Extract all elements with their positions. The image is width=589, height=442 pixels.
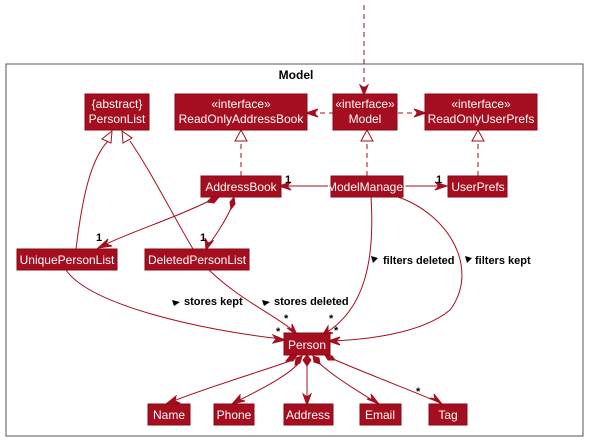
uniquepersonlist-name: UniquePersonList	[20, 253, 115, 267]
readonlyuserprefs-stereotype: «interface»	[451, 97, 511, 111]
modelmanager-to-userprefs: 1	[403, 174, 449, 191]
multiplicity-addressbook: 1	[285, 174, 291, 186]
userprefs-class[interactable]: UserPrefs	[447, 175, 508, 198]
addressbook-name: AddressBook	[205, 180, 277, 194]
addressbook-composes-deletedpersonlist: 1	[200, 195, 236, 252]
package-title: Model	[279, 68, 314, 82]
label-stores-kept: stores kept	[184, 296, 243, 308]
modelmanager-class[interactable]: ModelManager	[327, 175, 407, 198]
modelmanager-name: ModelManager	[327, 180, 407, 194]
userprefs-name: UserPrefs	[451, 180, 504, 194]
userprefs-realizes-readonlyuserprefs	[471, 128, 485, 176]
deletedpersonlist-to-person: stores deleted *	[208, 269, 349, 337]
multiplicity-person-filters-deleted: *	[329, 313, 334, 325]
deletedpersonlist-extends-personlist	[121, 129, 194, 250]
label-filters-kept: filters kept	[475, 255, 531, 267]
personlist-name: PersonList	[89, 112, 146, 126]
addressbook-composes-uniquepersonlist: 1	[96, 196, 221, 249]
multiplicity-person-kept: *	[276, 326, 281, 338]
model-depends-readonlyuserprefs	[398, 108, 428, 118]
uniquepersonlist-extends-personlist	[75, 129, 113, 250]
readonlyaddressbook-name: ReadOnlyAddressBook	[179, 112, 305, 126]
phone-class[interactable]: Phone	[213, 403, 255, 426]
tag-class[interactable]: Tag	[428, 403, 468, 426]
multiplicity-userprefs: 1	[436, 174, 442, 186]
model-stereotype: «interface»	[335, 97, 395, 111]
address-label: Address	[286, 408, 330, 422]
email-label: Email	[365, 408, 395, 422]
label-stores-deleted: stores deleted	[274, 296, 349, 308]
model-name: Model	[349, 112, 382, 126]
person-composes-name	[164, 354, 299, 405]
person-composes-tag: *	[324, 354, 443, 405]
address-class[interactable]: Address	[283, 403, 334, 426]
modelmanager-filters-kept: filters kept *	[326, 196, 531, 346]
deletedpersonlist-name: DeletedPersonList	[148, 253, 247, 267]
person-class[interactable]: Person	[283, 332, 331, 356]
multiplicity-uniquepersonlist: 1	[96, 232, 102, 244]
model-interface[interactable]: «interface» Model	[332, 93, 398, 131]
model-package-frame	[5, 63, 584, 437]
addressbook-realizes-readonlyaddressbook	[234, 128, 248, 176]
name-class[interactable]: Name	[147, 403, 191, 426]
modelmanager-to-addressbook: 1	[277, 174, 331, 191]
modelmanager-realizes-model	[360, 128, 374, 176]
uniquepersonlist-class[interactable]: UniquePersonList	[16, 248, 118, 271]
model-depends-readonlyaddressbook	[304, 108, 334, 118]
person-name: Person	[288, 338, 326, 352]
modelmanager-filters-deleted: filters deleted *	[320, 196, 455, 337]
person-composes-address	[301, 354, 313, 407]
tag-label: Tag	[438, 408, 457, 422]
label-filters-deleted: filters deleted	[383, 255, 455, 267]
uniquepersonlist-to-person: stores kept *	[65, 269, 287, 344]
deletedpersonlist-class[interactable]: DeletedPersonList	[144, 248, 250, 271]
email-class[interactable]: Email	[359, 403, 402, 426]
abstract-personlist-class[interactable]: {abstract} PersonList	[84, 93, 150, 131]
readonlyaddressbook-stereotype: «interface»	[211, 97, 271, 111]
name-label: Name	[153, 408, 185, 422]
external-dependency-edge	[358, 5, 370, 97]
readonlyuserprefs-interface[interactable]: «interface» ReadOnlyUserPrefs	[424, 93, 538, 131]
readonlyaddressbook-interface[interactable]: «interface» ReadOnlyAddressBook	[174, 93, 308, 131]
addressbook-class[interactable]: AddressBook	[200, 175, 282, 198]
multiplicity-person-deleted: *	[284, 313, 289, 325]
person-composes-email	[312, 355, 380, 405]
multiplicity-person-filters-kept: *	[334, 325, 339, 337]
readonlyuserprefs-name: ReadOnlyUserPrefs	[428, 112, 535, 126]
multiplicity-tag: *	[416, 386, 421, 398]
abstract-keyword: {abstract}	[92, 97, 143, 111]
multiplicity-deletedpersonlist: 1	[200, 232, 206, 244]
person-composes-phone	[230, 355, 303, 405]
phone-label: Phone	[217, 408, 252, 422]
